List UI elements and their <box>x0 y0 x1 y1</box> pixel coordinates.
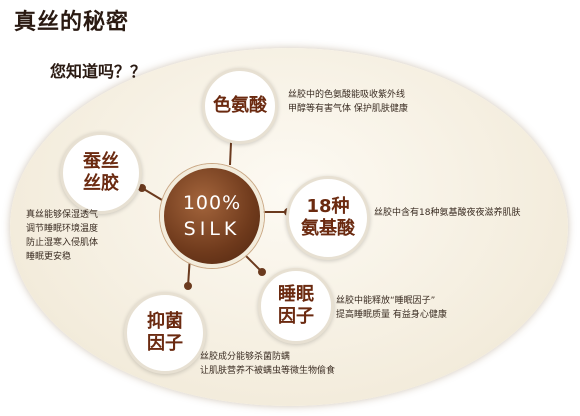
node-sleep-line2: 因子 <box>278 306 314 327</box>
node-aminoacid-line2: 氨基酸 <box>301 218 355 239</box>
center-silk-badge: 100% SILK <box>160 164 264 268</box>
desc-sejisuan-line: 甲醇等有害气体 保护肌肤健康 <box>288 104 408 114</box>
connector-dot-antibac <box>184 282 192 290</box>
node-antibac: 抑菌 因子 <box>124 292 206 374</box>
desc-silkgum-line: 睡眠更安稳 <box>26 252 72 262</box>
node-sejisuan-label: 色氨酸 <box>213 95 267 117</box>
desc-sejisuan-line: 丝胶中的色氨酸能吸收紫外线 <box>288 90 406 100</box>
page-title: 真丝的秘密 <box>14 10 130 35</box>
desc-silkgum-line: 调节睡眠环境温度 <box>26 224 99 234</box>
page-subtitle: 您知道吗？？ <box>50 62 147 81</box>
desc-sejisuan: 丝胶中的色氨酸能吸收紫外线 甲醇等有害气体 保护肌肤健康 <box>288 88 408 116</box>
desc-sleep-line: 丝胶中能释放“睡眠因子” <box>336 296 436 306</box>
desc-sleep-line: 提高睡眠质量 有益身心健康 <box>336 310 447 320</box>
node-antibac-line1: 抑菌 <box>147 311 183 333</box>
connector-dot-sleep <box>258 268 266 276</box>
node-antibac-line2: 因子 <box>147 333 183 354</box>
desc-antibac-line: 丝胶成分能够杀菌防螨 <box>200 352 291 362</box>
desc-aminoacid-line: 丝胶中含有18种氨基酸夜夜滋养肌肤 <box>374 208 521 218</box>
desc-aminoacid: 丝胶中含有18种氨基酸夜夜滋养肌肤 <box>374 206 520 220</box>
desc-silkgum-line: 防止湿寒入侵肌体 <box>26 238 99 248</box>
desc-sleep: 丝胶中能释放“睡眠因子” 提高睡眠质量 有益身心健康 <box>336 294 447 322</box>
node-aminoacid: 18种 氨基酸 <box>286 176 370 260</box>
node-sejisuan: 色氨酸 <box>202 68 278 144</box>
node-sleep: 睡眠 因子 <box>258 268 334 344</box>
desc-silkgum-line: 真丝能够保湿透气 <box>26 210 99 220</box>
desc-antibac: 丝胶成分能够杀菌防螨 让肌肤营养不被螨虫等微生物偷食 <box>200 350 335 378</box>
node-aminoacid-line1: 18种 <box>306 196 350 218</box>
desc-silkgum: 真丝能够保湿透气 调节睡眠环境温度 防止湿寒入侵肌体 睡眠更安稳 <box>26 208 98 264</box>
node-silkgum-line1: 蚕丝 <box>83 151 119 173</box>
center-percent: 100% <box>182 192 242 214</box>
node-silkgum-line2: 丝胶 <box>83 173 119 194</box>
node-silkgum: 蚕丝 丝胶 <box>60 132 142 214</box>
node-sleep-line1: 睡眠 <box>278 284 314 306</box>
center-silk-label: SILK <box>183 218 241 240</box>
desc-antibac-line: 让肌肤营养不被螨虫等微生物偷食 <box>200 366 336 376</box>
